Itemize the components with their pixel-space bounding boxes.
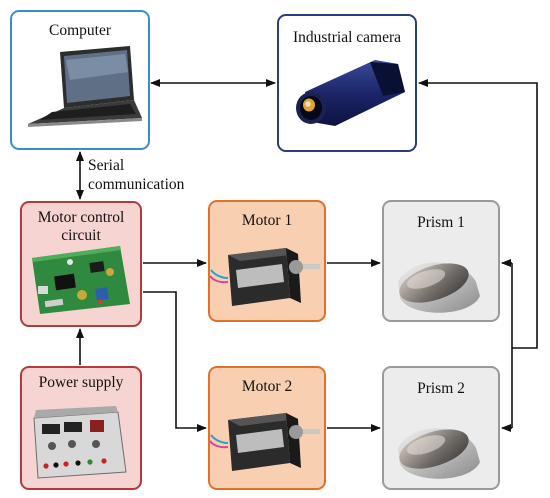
- motor-control-label-line2: circuit: [61, 227, 101, 244]
- prism2-label: Prism 2: [417, 380, 465, 397]
- stepper-motor-icon-2: [209, 413, 320, 471]
- prism-icon-1: [398, 262, 480, 313]
- serial-label-line2: communication: [88, 176, 185, 193]
- stepper-motor-icon-1: [209, 248, 320, 306]
- arrow-control-motor2: [143, 291, 207, 432]
- feedback-to-camera: [418, 79, 538, 349]
- laptop-icon: [28, 46, 142, 127]
- prism-icon-2: [398, 428, 480, 479]
- motor2-label: Motor 2: [241, 378, 293, 395]
- power-supply-icon: [33, 406, 127, 479]
- serial-label-line1: Serial: [88, 157, 125, 174]
- computer-label: Computer: [49, 22, 111, 39]
- power-supply-label: Power supply: [38, 374, 124, 391]
- prism1-label: Prism 1: [417, 214, 465, 231]
- camera-label: Industrial camera: [292, 29, 401, 46]
- motor1-label: Motor 1: [241, 212, 293, 229]
- circuit-board-icon: [32, 246, 130, 314]
- camera-icon: [296, 60, 405, 126]
- motor-control-label-line1: Motor control: [37, 209, 125, 226]
